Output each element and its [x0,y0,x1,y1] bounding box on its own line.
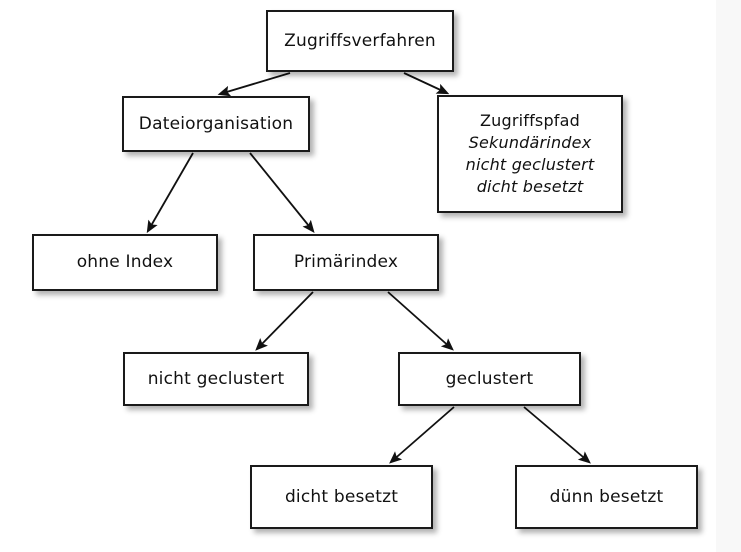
edge-dateiorganisation-primaerindex [249,152,315,233]
node-label-zugriffspfad-line1: Zugriffspfad [479,110,581,130]
node-zugriffsverfahren[interactable]: Zugriffsverfahren [266,10,454,72]
node-primaerindex[interactable]: Primärindex [253,234,439,291]
edge-zugriffsverfahren-dateiorganisation [217,72,291,97]
node-geclustert[interactable]: geclustert [398,352,581,406]
node-label-duenn-besetzt: dünn besetzt [549,486,664,507]
node-dicht-besetzt[interactable]: dicht besetzt [250,465,433,529]
node-label-zugriffsverfahren: Zugriffsverfahren [284,30,436,51]
node-label-nicht-geclustert: nicht geclustert [147,368,285,389]
node-ohne-index[interactable]: ohne Index [32,234,218,291]
node-label-ohne-index: ohne Index [76,252,174,273]
edge-dateiorganisation-ohne-index [146,152,194,234]
node-label-primaerindex: Primärindex [293,252,399,273]
node-label-zugriffspfad-line4: dicht besetzt [476,177,584,197]
node-label-zugriffspfad-line3: nicht geclustert [465,155,595,174]
edge-primaerindex-geclustert [387,291,454,351]
edge-zugriffsverfahren-zugriffspfad [403,72,450,95]
edge-primaerindex-nicht-geclustert [255,291,314,351]
node-dateiorganisation[interactable]: Dateiorganisation [122,96,310,152]
right-edge-strip [716,0,741,552]
node-duenn-besetzt[interactable]: dünn besetzt [515,465,698,529]
node-label-zugriffspfad-line2: Sekundärindex [468,132,592,152]
node-label-dicht-besetzt: dicht besetzt [284,486,399,507]
node-nicht-geclustert[interactable]: nicht geclustert [123,352,309,406]
node-label-geclustert: geclustert [445,368,534,389]
node-label-dateiorganisation: Dateiorganisation [138,113,294,134]
edge-geclustert-dicht-besetzt [389,406,455,464]
edge-geclustert-duenn-besetzt [523,406,591,464]
